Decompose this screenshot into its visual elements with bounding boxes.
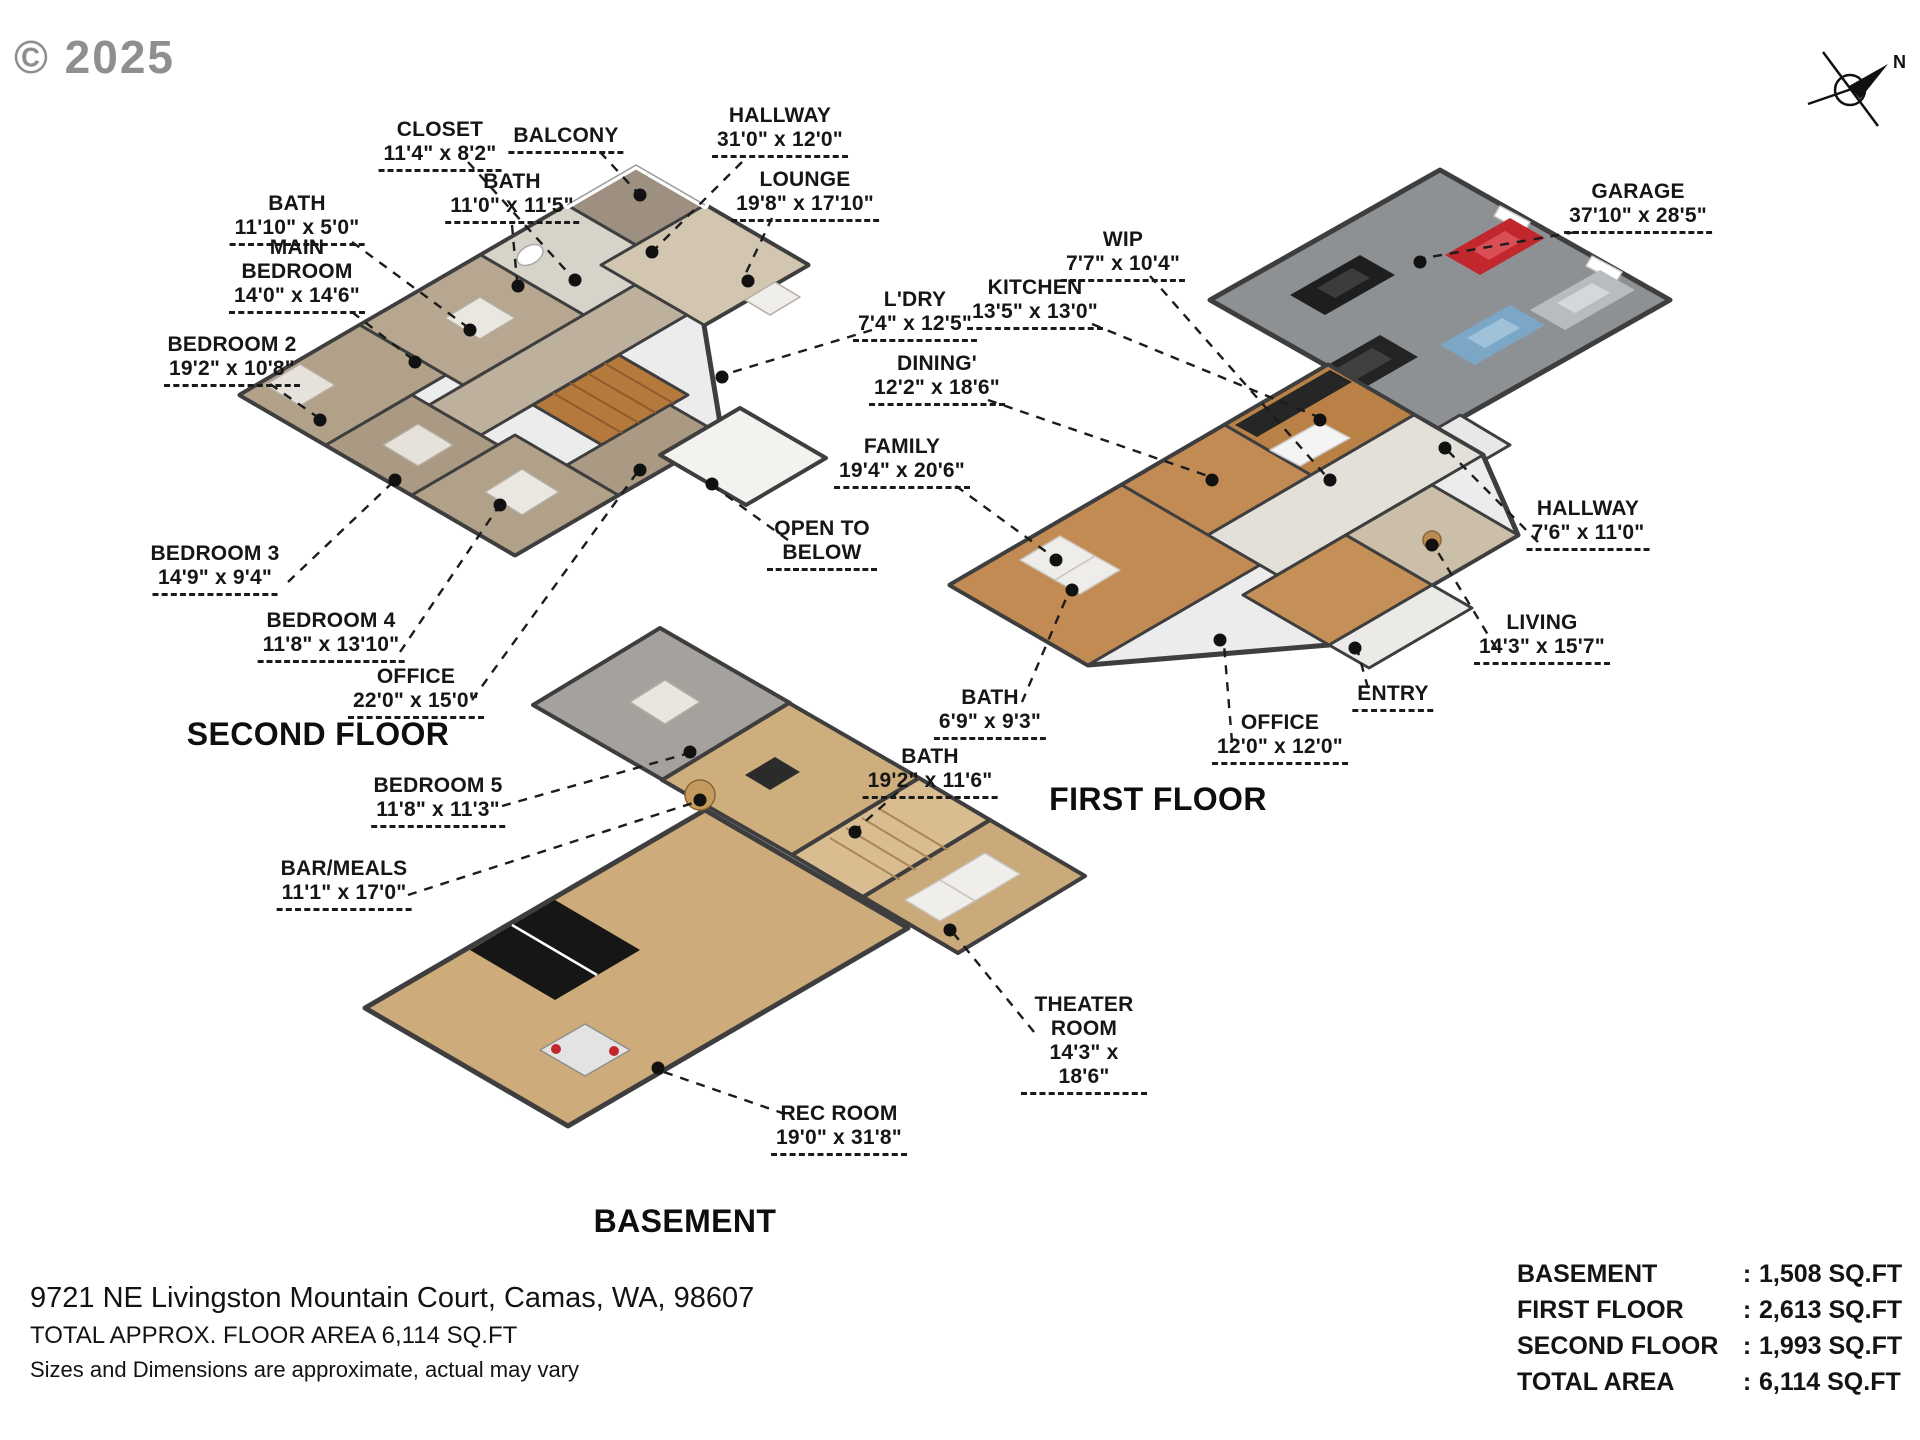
kitchen-cabinets — [1235, 370, 1352, 467]
disclaimer-line: Sizes and Dimensions are approximate, ac… — [30, 1357, 580, 1382]
area-row-label: FIRST FLOOR — [1517, 1296, 1684, 1324]
room-label-closet: CLOSET 11'4" x 8'2" — [378, 118, 502, 172]
room-label-living: LIVING 14'3" x 15'7" — [1474, 611, 1610, 665]
first-floor-plan — [947, 167, 1673, 670]
property-address: 9721 NE Livingston Mountain Court, Camas… — [30, 1282, 755, 1314]
first-floor-title: FIRST FLOOR — [1049, 781, 1267, 817]
room-label-family: FAMILY 19'4" x 20'6" — [834, 435, 970, 489]
basement-title: BASEMENT — [593, 1203, 777, 1239]
compass-north-label: N — [1893, 52, 1906, 72]
room-label-rec-room: REC ROOM 19'0" x 31'8" — [771, 1102, 907, 1156]
basement-furniture — [470, 679, 1021, 1077]
room-label-bedroom4: BEDROOM 4 11'8" x 13'10" — [257, 609, 405, 663]
room-label-dining: DINING' 12'2" x 18'6" — [869, 352, 1005, 406]
room-label-office-2f: OFFICE 22'0" x 15'0" — [348, 665, 484, 719]
room-label-bath-basement: BATH 19'2" x 11'6" — [862, 745, 998, 799]
area-row-label: SECOND FLOOR — [1517, 1332, 1719, 1360]
compass-icon: N — [1807, 51, 1906, 127]
room-label-bedroom2: BEDROOM 2 19'2" x 10'8" — [164, 333, 300, 387]
area-row-value: 1,993 SQ.FT — [1759, 1332, 1903, 1360]
area-row-label: TOTAL AREA — [1517, 1368, 1675, 1396]
room-label-bath-main: BATH 11'10" x 5'0" — [229, 192, 365, 246]
second-floor-plan — [237, 161, 828, 558]
area-row-value: 6,114 SQ.FT — [1759, 1368, 1901, 1396]
label-open-to-below: OPEN TO BELOW — [767, 517, 877, 571]
area-summary-table: BASEMENT : 1,508 SQ.FT FIRST FLOOR : 2,6… — [1517, 1260, 1917, 1397]
room-label-hallway-2f: HALLWAY 31'0" x 12'0" — [712, 104, 848, 158]
garage-cars — [1290, 218, 1635, 400]
entry-porch — [1327, 583, 1474, 670]
room-label-bar-meals: BAR/MEALS 11'1" x 17'0" — [276, 857, 412, 911]
room-label-bath-1f: BATH 6'9" x 9'3" — [933, 686, 1047, 740]
room-label-garage: GARAGE 37'10" x 28'5" — [1564, 180, 1712, 234]
second-floor-furniture — [264, 243, 801, 516]
basement-plan — [362, 626, 1087, 1129]
room-label-bedroom5: BEDROOM 5 11'8" x 11'3" — [371, 774, 505, 828]
room-label-lounge: LOUNGE 19'8" x 17'10" — [731, 168, 879, 222]
room-label-ldry: L'DRY 7'4" x 12'5" — [852, 288, 978, 342]
area-row-value: 1,508 SQ.FT — [1759, 1260, 1903, 1288]
room-label-main-bedroom: MAIN BEDROOM 14'0" x 14'6" — [229, 236, 365, 314]
room-label-entry: ENTRY — [1352, 682, 1434, 712]
copyright-watermark: © 2025 — [14, 31, 176, 83]
area-row-label: BASEMENT — [1517, 1260, 1658, 1288]
total-area-line: TOTAL APPROX. FLOOR AREA 6,114 SQ.FT — [30, 1322, 518, 1349]
room-label-office-1f: OFFICE 12'0" x 12'0" — [1212, 711, 1348, 765]
room-label-kitchen: KITCHEN 13'5" x 13'0" — [967, 276, 1103, 330]
room-label-balcony: BALCONY — [508, 124, 624, 154]
room-label-theater: THEATER ROOM 14'3" x 18'6" — [1021, 993, 1147, 1095]
leader-dots — [313, 188, 1452, 1075]
room-label-bedroom3: BEDROOM 3 14'9" x 9'4" — [151, 542, 280, 596]
room-label-wip: WIP 7'7" x 10'4" — [1060, 228, 1186, 282]
area-row-value: 2,613 SQ.FT — [1759, 1296, 1903, 1324]
footer-block: 9721 NE Livingston Mountain Court, Camas… — [30, 1282, 754, 1383]
second-floor-title: SECOND FLOOR — [186, 716, 450, 752]
room-label-hallway-1f: HALLWAY 7'6" x 11'0" — [1526, 497, 1650, 551]
room-label-bath-upper: BATH 11'0" x 11'5" — [445, 170, 579, 224]
